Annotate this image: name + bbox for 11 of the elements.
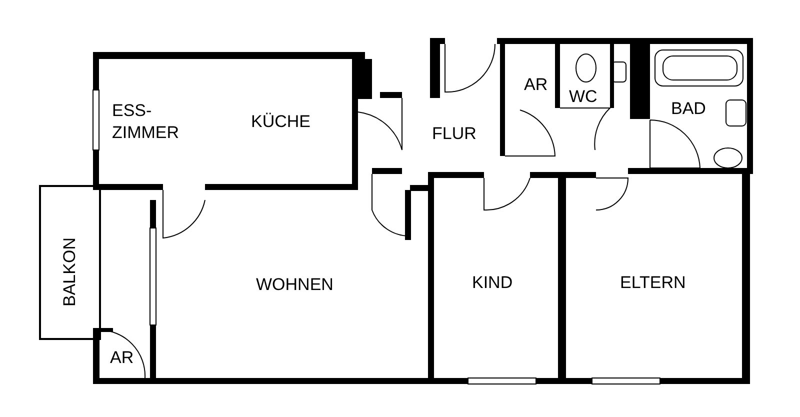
room-label: WOHNEN [256,274,334,296]
room-label: FLUR [432,123,476,145]
room-label: WC [569,86,598,108]
room-label: KIND [472,272,513,294]
room-label: KÜCHE [251,111,311,133]
room-label: BALKON [59,238,80,306]
room-label: AR [110,347,134,369]
room-label: ELTERN [620,272,686,294]
room-label: AR [524,74,548,96]
room-label: ESS- ZIMMER [112,100,180,144]
room-label: BAD [671,98,706,120]
